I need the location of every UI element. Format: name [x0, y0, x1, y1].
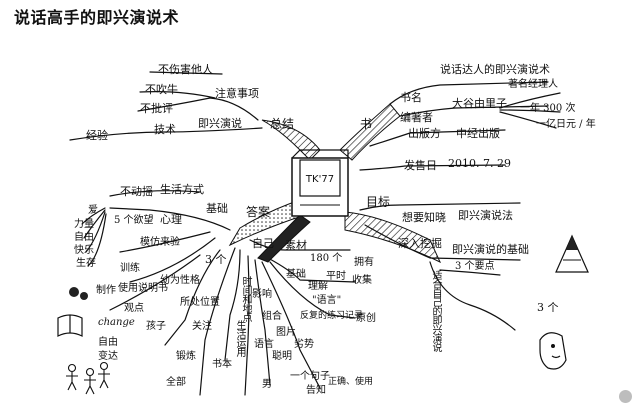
branch-answer: 答案	[246, 205, 271, 219]
node-right-use: 正确、使用	[328, 377, 374, 387]
node-stance: 所处位置	[180, 297, 220, 308]
node-change: 变达	[98, 351, 118, 362]
watermark	[619, 390, 634, 404]
branch-lines	[69, 71, 561, 396]
node-per-year: 一年 300 次	[520, 103, 576, 114]
node-lifestyle: 生活方式	[160, 183, 204, 196]
node-power: 力量	[74, 219, 94, 230]
node-use: 平时	[326, 271, 346, 282]
node-sentence: 一个句子	[290, 371, 330, 382]
node-date-label: 发售日	[404, 159, 437, 172]
node-book-reading: 书本	[212, 359, 232, 370]
node-love: 爱	[88, 205, 98, 216]
node-collect: 收集	[352, 275, 372, 286]
page-title: 说话高手的即兴演说术	[14, 8, 180, 27]
node-pictures: 图片	[276, 327, 296, 338]
node-quote: "语言"	[312, 295, 342, 306]
node-no-criticize: 不批评	[140, 102, 173, 115]
node-suitable-speech: 适合自己的即兴演说	[430, 270, 441, 351]
node-freedom-1: 自由	[74, 232, 94, 243]
node-create: 制作	[96, 285, 116, 296]
node-date-value: 2010. 7. 29	[448, 157, 511, 170]
branch-goal: 目标	[366, 195, 391, 209]
branch-material: 素材	[285, 239, 307, 252]
node-yen-per-year: 一亿日元 / 年	[536, 119, 596, 130]
node-three-self: 3 个	[205, 253, 227, 266]
trunk-self	[257, 214, 311, 263]
node-change-en: change	[98, 317, 135, 328]
node-lang: 语言	[254, 339, 274, 350]
node-all: 全部	[166, 377, 186, 388]
branch-book: 书	[360, 117, 373, 131]
node-count-180: 180 个	[310, 253, 343, 264]
node-freedom-2: 自由	[98, 337, 118, 348]
node-psychology: 心理	[160, 213, 182, 226]
node-want-to-know: 想要知晓	[402, 211, 446, 224]
node-happiness: 快乐	[74, 245, 94, 256]
node-childhood: 幼为性格	[160, 275, 200, 286]
node-combine: 组合	[262, 311, 282, 322]
branch-summary: 总结	[270, 117, 295, 131]
node-training: 训练	[120, 263, 140, 274]
node-inform: 告知	[306, 385, 326, 396]
node-title-label: 书名	[400, 91, 422, 104]
book-icon	[57, 314, 83, 337]
node-have: 拥有	[354, 257, 374, 268]
node-author: 编著者	[400, 111, 433, 124]
node-no-brag: 不吹牛	[145, 83, 178, 96]
node-dig-deep: 深入挖掘	[398, 237, 442, 250]
trunk-book	[339, 103, 401, 161]
node-respect: 关注	[192, 321, 212, 332]
node-smart: 聪明	[272, 351, 292, 362]
node-skill: 技术	[154, 123, 176, 136]
node-use-manual: 使用说明书	[118, 283, 168, 294]
node-principle: 原创	[356, 313, 376, 324]
central-box	[291, 149, 349, 217]
trunk-answer	[228, 199, 306, 247]
node-speech-method: 即兴演说法	[458, 209, 513, 222]
node-publisher-value: 中经出版	[456, 127, 500, 140]
node-experience: 经验	[86, 129, 108, 142]
node-no-move: 不动摇	[120, 185, 153, 198]
node-speech-basics: 即兴演说的基础	[452, 243, 529, 256]
node-life-use: 生活运用	[234, 320, 245, 356]
node-three-points: 3 个要点	[455, 261, 495, 272]
triangle-icon	[555, 234, 589, 273]
node-notes: 注意事项	[215, 87, 259, 100]
trunk-goal	[344, 211, 442, 264]
center-sign: TK'77	[305, 174, 334, 185]
node-survival: 生存	[76, 258, 96, 269]
face-icon	[539, 332, 567, 370]
node-imitate: 模仿来验	[140, 237, 180, 248]
node-repeat-note: 反复的练习记录	[300, 311, 364, 321]
node-influence: 影响	[252, 289, 272, 300]
node-male: 男	[262, 379, 272, 390]
node-exercise: 锻炼	[176, 351, 196, 362]
node-improv-speech: 即兴演说	[198, 117, 242, 130]
node-publisher-label: 出版方	[408, 127, 441, 140]
node-manager: 著名经理人	[508, 79, 558, 90]
node-child: 孩子	[146, 321, 166, 332]
node-five-desires: 5 个欲望	[114, 215, 154, 226]
node-time-place: 时间和地点	[240, 276, 251, 321]
chat-bubble-icon	[619, 390, 632, 403]
node-basics: 基础	[286, 269, 306, 280]
node-three: 3 个	[537, 301, 559, 314]
node-title-value: 说话达人的即兴演说术	[440, 63, 550, 76]
node-author-name: 大谷由里子	[452, 97, 507, 110]
people-icon	[66, 361, 110, 395]
node-bad: 劣势	[294, 339, 314, 350]
bulb-icon	[69, 287, 88, 300]
branch-foundation: 基础	[206, 202, 228, 215]
node-view: 观点	[124, 303, 144, 314]
node-comprehend: 理解	[308, 281, 328, 292]
branch-self: 自己	[252, 237, 274, 250]
node-no-harm: 不伤害他人	[158, 63, 213, 76]
